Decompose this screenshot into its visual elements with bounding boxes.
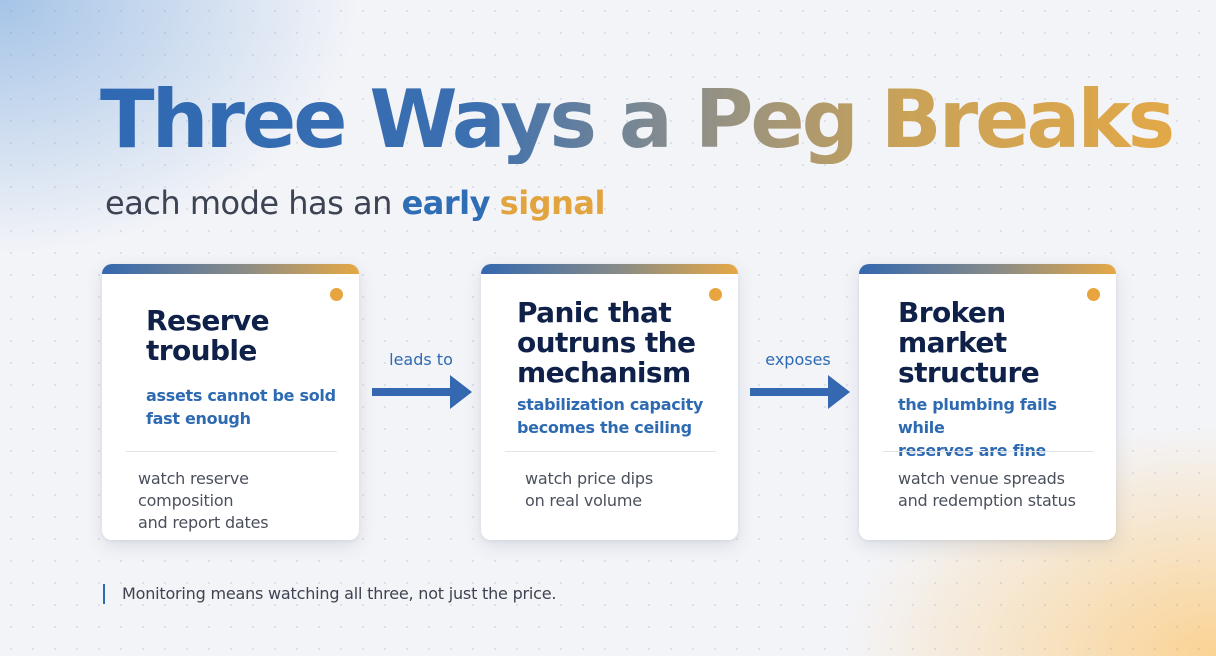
card-subtitle-line: the plumbing fails while — [898, 395, 1057, 437]
connector-label-exposes: exposes — [765, 350, 831, 369]
connector-label-leads-to: leads to — [389, 350, 453, 369]
card-body — [102, 274, 359, 540]
card-accent-bar — [859, 264, 1116, 274]
arrow-right-icon — [372, 375, 472, 409]
card-title-line: market — [898, 326, 1007, 359]
card-watch-line: watch venue spreads — [898, 469, 1065, 488]
card-subtitle-line: fast enough — [146, 409, 251, 428]
card-title-line: outruns the — [517, 326, 696, 359]
card-watch-line: on real volume — [525, 491, 642, 510]
card-accent-bar — [481, 264, 738, 274]
subtitle-prefix: each mode has an — [105, 184, 402, 222]
card-subtitle-line: reserves are fine — [898, 441, 1047, 460]
card-reserve-trouble: Reserve trouble assets cannot be sold fa… — [102, 264, 359, 540]
page-title: Three Ways a Peg Breaks — [100, 73, 1175, 166]
card-broken-market: Broken market structure the plumbing fai… — [859, 264, 1116, 540]
card-watch-signal: watch venue spreads and redemption statu… — [898, 468, 1108, 512]
card-divider — [883, 451, 1094, 452]
card-watch-line: and report dates — [138, 513, 269, 532]
subtitle-highlight-signal: signal — [499, 184, 606, 222]
card-panic: Panic that outruns the mechanism stabili… — [481, 264, 738, 540]
card-title-line: mechanism — [517, 356, 691, 389]
card-divider — [126, 451, 337, 452]
card-watch-signal: watch reserve composition and report dat… — [138, 468, 348, 534]
footer-note: Monitoring means watching all three, not… — [122, 584, 557, 603]
card-subtitle: stabilization capacity becomes the ceili… — [517, 393, 727, 439]
card-title-line: Reserve — [146, 304, 270, 337]
card-title-line: trouble — [146, 334, 257, 367]
footer-accent-bar — [103, 584, 105, 604]
page-subtitle: each mode has an early signal — [105, 184, 605, 222]
status-dot-icon — [709, 288, 722, 301]
status-dot-icon — [330, 288, 343, 301]
card-divider — [505, 451, 716, 452]
card-title: Reserve trouble — [146, 304, 270, 367]
card-subtitle-line: stabilization capacity — [517, 395, 704, 414]
card-body — [859, 274, 1116, 540]
card-watch-signal: watch price dips on real volume — [525, 468, 735, 512]
card-watch-line: watch reserve composition — [138, 469, 249, 510]
card-body — [481, 274, 738, 540]
arrow-right-icon — [750, 375, 850, 409]
subtitle-highlight-early: early — [401, 184, 491, 222]
card-watch-line: and redemption status — [898, 491, 1076, 510]
status-dot-icon — [1087, 288, 1100, 301]
card-title-line: Panic that — [517, 296, 672, 329]
card-watch-line: watch price dips — [525, 469, 653, 488]
card-subtitle: assets cannot be sold fast enough — [146, 384, 346, 430]
card-title-line: structure — [898, 356, 1040, 389]
card-subtitle: the plumbing fails while reserves are fi… — [898, 393, 1108, 462]
card-accent-bar — [102, 264, 359, 274]
card-subtitle-line: becomes the ceiling — [517, 418, 692, 437]
card-title: Broken market structure — [898, 296, 1040, 389]
card-title-line: Broken — [898, 296, 1006, 329]
card-subtitle-line: assets cannot be sold — [146, 386, 336, 405]
subtitle-space — [490, 184, 500, 222]
card-title: Panic that outruns the mechanism — [517, 296, 696, 389]
